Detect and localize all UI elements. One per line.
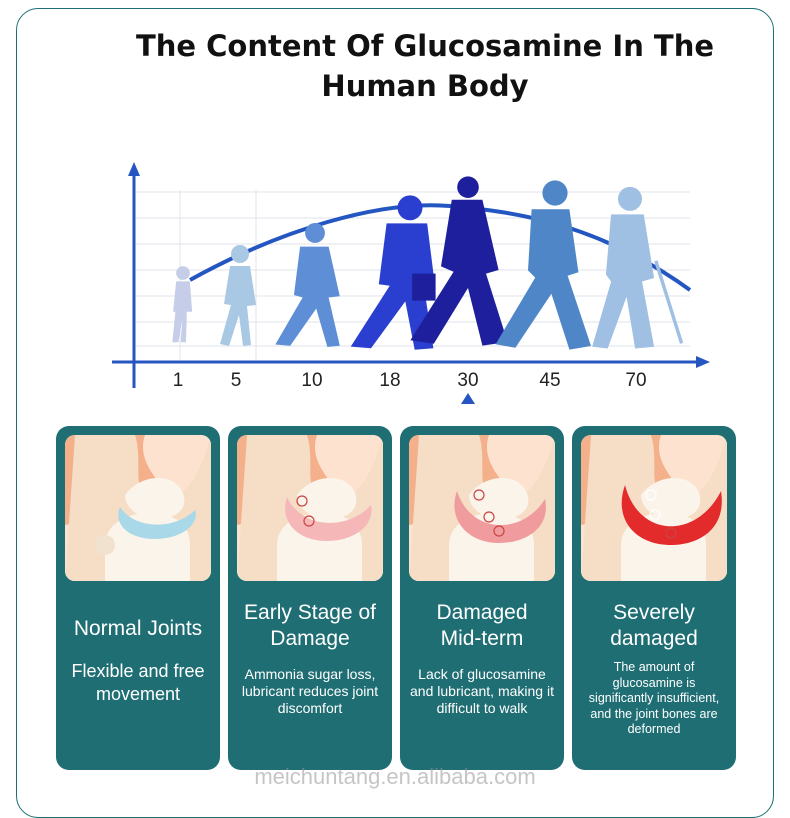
joint-stage-cards: Normal Joints Flexible and free movement… [56,426,736,770]
age-tick-labels: 1 5 10 18 30 45 70 [173,370,647,391]
knee-joint-illustration [581,435,727,581]
age-label-45: 45 [539,370,560,391]
card-description: Ammonia sugar loss, lubricant reduces jo… [241,666,379,716]
card-early-stage-damage: Early Stage of Damage Ammonia sugar loss… [228,426,392,770]
card-severely-damaged: Severely damaged The amount of glucosami… [572,426,736,770]
figure-age-5 [220,245,256,346]
age-label-30: 30 [457,370,478,391]
card-title: Early Stage of Damage [244,601,376,650]
card-normal-joints: Normal Joints Flexible and free movement [56,426,220,770]
card-title: Severely damaged [610,601,698,650]
knee-joint-illustration [237,435,383,581]
knee-joint-illustration [65,435,211,581]
glucosamine-curve [189,203,692,292]
age-label-70: 70 [625,370,646,391]
page-title: The Content Of Glucosamine In The Human … [135,29,715,103]
human-figures [172,176,684,350]
age-label-1: 1 [173,370,184,391]
card-title: Damaged Mid-term [436,601,528,650]
card-description: The amount of glucosamine is significant… [588,660,720,737]
card-title: Normal Joints [73,617,203,640]
watermark: meichuntang.en.alibaba.com [254,764,536,789]
age-chart: 1 5 10 18 30 45 70 [112,162,710,404]
age-label-10: 10 [301,370,322,391]
figure-age-1 [172,266,193,343]
figure-age-70 [592,186,684,349]
knee-joint-illustration [409,435,555,581]
peak-marker-triangle [461,393,475,404]
figure-age-30 [410,176,508,346]
age-label-18: 18 [379,370,400,391]
card-description: Flexible and free movement [71,661,205,704]
figure-age-18 [350,195,435,350]
chart-axes [112,162,710,388]
card-description: Lack of glucosamine and lubricant, makin… [410,666,554,716]
card-damaged-mid-term: Damaged Mid-term Lack of glucosamine and… [400,426,564,770]
figure-age-45 [495,180,591,350]
age-label-5: 5 [231,370,242,391]
figure-age-10 [275,223,340,348]
